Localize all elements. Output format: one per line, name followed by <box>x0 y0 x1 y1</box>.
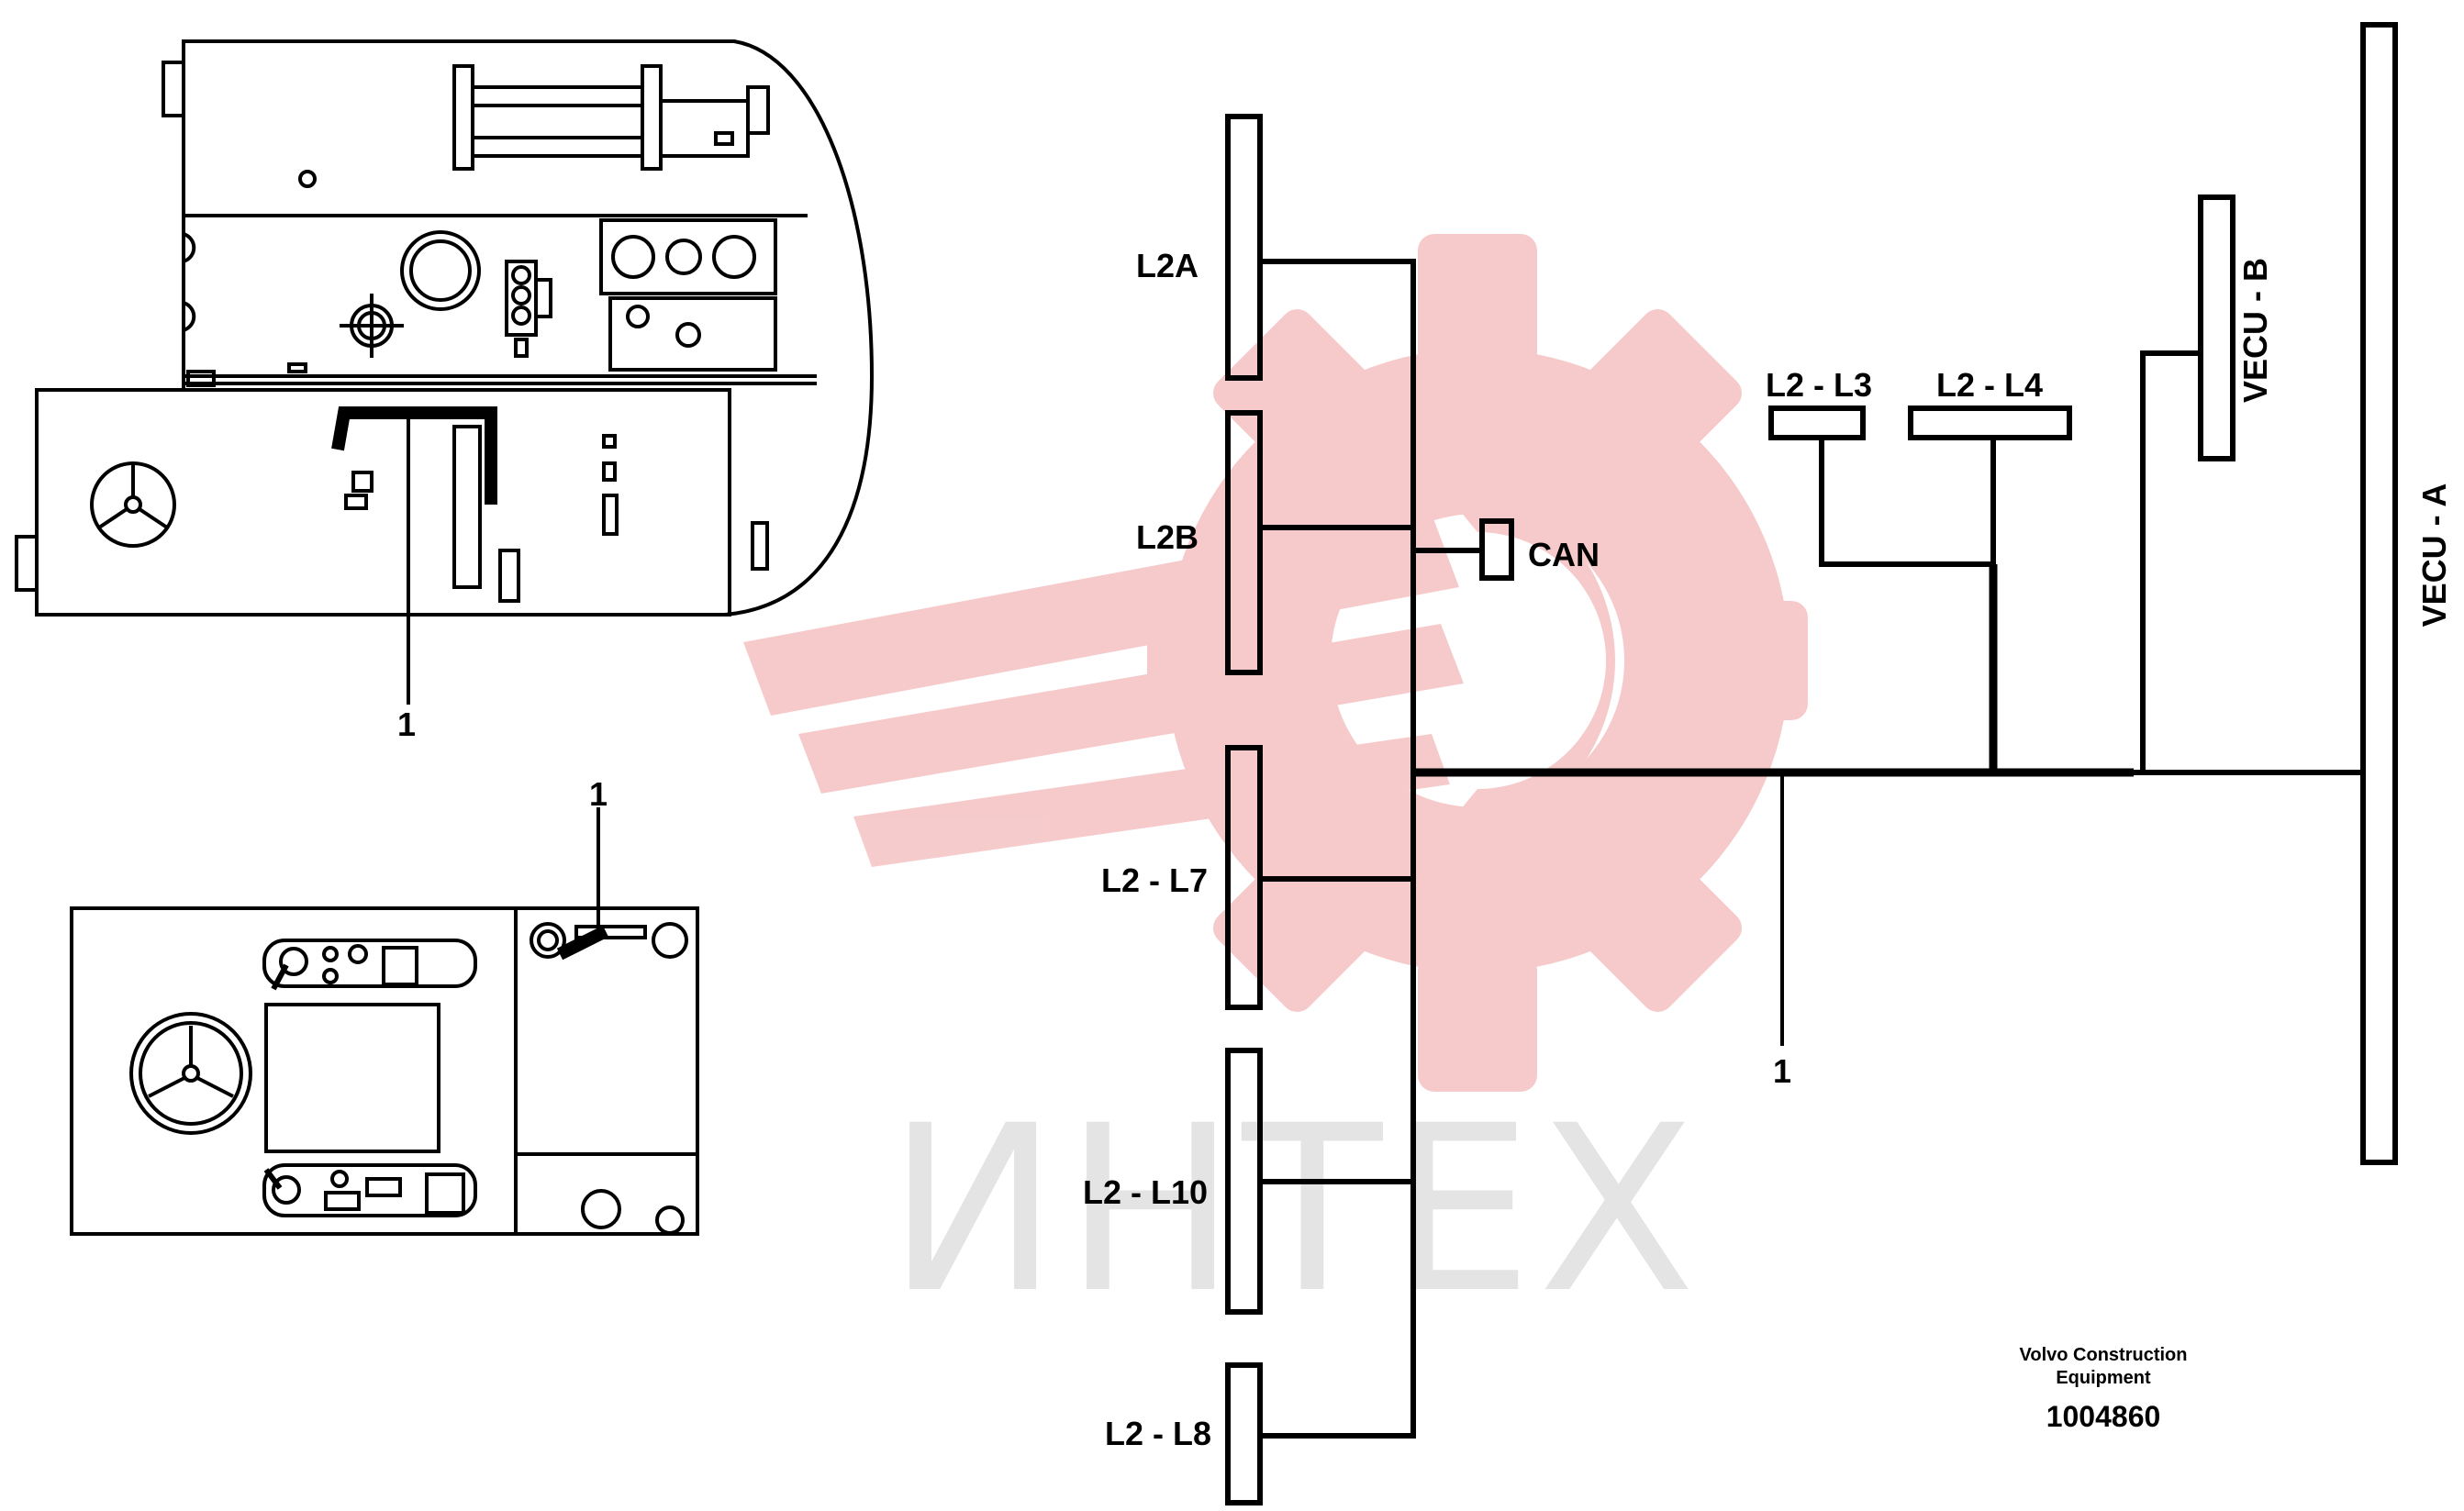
label-l2-l7: L2 - L7 <box>1101 861 1208 899</box>
watermark-text: ИНТЕХ <box>887 1076 1701 1343</box>
label-l2b: L2B <box>1136 518 1199 556</box>
can-terminator <box>1479 518 1514 581</box>
label-vecu-a: VECU - A <box>2415 483 2453 628</box>
label-l2-l8: L2 - L8 <box>1105 1415 1211 1452</box>
label-vecu-b: VECU - B <box>2236 258 2274 403</box>
watermark-wrench-icon <box>743 477 1615 867</box>
can-schematic <box>1225 22 2398 1505</box>
label-l2a: L2A <box>1136 247 1199 284</box>
label-l2-l10: L2 - L10 <box>1083 1173 1208 1211</box>
node-bar-l2b <box>1225 410 1263 675</box>
node-bar-l2a <box>1225 114 1263 381</box>
label-l2-l3: L2 - L3 <box>1766 366 1872 404</box>
company-name-line2: Equipment <box>2056 1368 2151 1388</box>
node-bar-l2-l8 <box>1225 1362 1263 1505</box>
watermark-logo: ИНТЕХ <box>743 234 1808 1343</box>
label-l2-l4: L2 - L4 <box>1936 366 2043 404</box>
console-top-view <box>70 807 699 1236</box>
node-bar-l2-l3 <box>1768 406 1866 440</box>
callout-1-cab-side: 1 <box>397 706 416 743</box>
label-can: CAN <box>1528 536 1600 573</box>
node-bar-vecu-b <box>2198 194 2235 461</box>
drawing-number: 1004860 <box>2046 1400 2161 1433</box>
cab-side-view <box>15 39 875 705</box>
node-bar-l2-l4 <box>1908 406 2072 440</box>
node-bar-vecu-a <box>2360 22 2398 1165</box>
company-name-line1: Volvo Construction <box>2020 1345 2188 1365</box>
callout-1-console: 1 <box>589 775 608 813</box>
callout-1-schematic: 1 <box>1773 1052 1791 1090</box>
